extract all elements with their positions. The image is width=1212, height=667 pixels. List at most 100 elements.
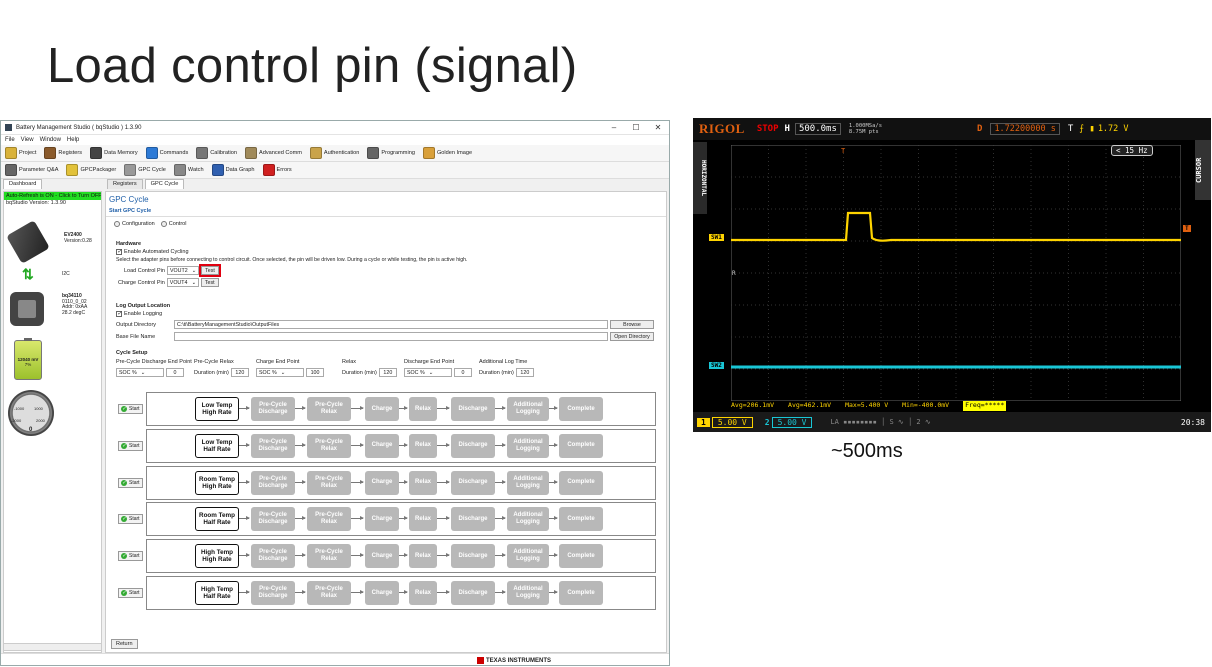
charge-pin-select[interactable]: VOUT4⌄ — [166, 278, 199, 287]
cycle-step: Pre-Cycle Discharge — [251, 433, 295, 458]
flow-arrow-icon — [437, 516, 450, 521]
setup-value-field[interactable]: 120 — [515, 368, 534, 377]
setup-value-field[interactable]: 0 — [454, 368, 472, 377]
cycle-step: Relax — [409, 470, 437, 495]
start-cycle-button[interactable]: ✓Start — [118, 551, 143, 562]
start-cycle-button[interactable]: ✓Start — [118, 588, 143, 598]
base-file-field[interactable] — [174, 332, 608, 341]
tab-configuration[interactable]: Configuration — [114, 221, 155, 227]
setup-value-field[interactable]: 120 — [230, 368, 249, 377]
flow-arrow-icon — [295, 553, 306, 558]
menu-file[interactable]: File — [5, 137, 15, 143]
flow-arrow-icon — [437, 553, 450, 558]
toolbar-errors-button[interactable]: Errors — [262, 164, 292, 176]
enable-logging-checkbox[interactable] — [116, 310, 122, 317]
charge-pin-label: Charge Control Pin — [118, 279, 165, 286]
cycle-step: Charge — [365, 507, 399, 532]
output-dir-label: Output Directory — [116, 321, 157, 328]
setup-value-field[interactable]: 0 — [166, 368, 184, 377]
endpoint-select[interactable]: SOC %⌄ — [404, 368, 452, 377]
gauge-tick: 1000 — [34, 406, 43, 411]
flow-arrow-icon — [399, 442, 408, 447]
tab-gpc-cycle[interactable]: GPC Cycle — [144, 179, 185, 189]
cycle-step: Charge — [365, 470, 399, 495]
setup-value-field[interactable]: 100 — [306, 368, 324, 377]
toolbar-project-button[interactable]: Project — [5, 147, 36, 159]
programming-icon — [367, 147, 380, 159]
tab-control[interactable]: Control — [160, 221, 186, 227]
toolbar-data-graph-button[interactable]: Data Graph — [211, 164, 255, 176]
toolbar-gpc-packager-button[interactable]: GPCPackager — [66, 164, 116, 176]
ev-info: EV2400 Version:0.28 — [64, 232, 92, 244]
autorefresh-toggle[interactable]: Auto-Refresh is ON - Click to Turn OFF — [4, 192, 101, 200]
setup-column-inputs: Duration (min)120 — [194, 368, 256, 377]
cycle-step: Complete — [559, 433, 603, 458]
cycle-step: Relax — [409, 507, 437, 532]
toolbar-label: Project — [19, 150, 37, 156]
return-button[interactable]: Return — [111, 639, 138, 649]
load-pin-test-button[interactable]: Test — [199, 264, 221, 277]
cycle-step: Relax — [409, 433, 437, 458]
start-cycle-button[interactable]: ✓Start — [118, 477, 143, 488]
tab-dashboard[interactable]: Dashboard — [3, 179, 43, 189]
toolbar-label: Parameter Q&A — [19, 167, 59, 173]
endpoint-select[interactable]: SOC %⌄ — [116, 368, 164, 377]
toolbar-watch-button[interactable]: Watch — [173, 164, 204, 176]
menu-view[interactable]: View — [20, 137, 34, 143]
cycle-step: Relax — [409, 544, 437, 569]
toolbar-label: Registers — [58, 150, 83, 156]
menu-window[interactable]: Window — [39, 137, 61, 143]
output-dir-field[interactable]: C:\ti\BatteryManagementStudio\OutputFile… — [174, 320, 608, 329]
menu-help[interactable]: Help — [66, 137, 80, 143]
toolbar-golden-image-button[interactable]: Golden Image — [422, 147, 472, 159]
cycle-setup-section: Cycle Setup Pre-Cycle Discharge End Poin… — [116, 350, 656, 377]
toolbar-authentication-button[interactable]: Authentication — [309, 147, 359, 159]
load-pin-select[interactable]: VOUT2⌄ — [166, 266, 200, 275]
dashboard-scrollbar[interactable] — [3, 643, 102, 651]
start-cycle-button[interactable]: ✓Start — [118, 440, 143, 451]
timebase-value: 500.0ms — [794, 123, 841, 135]
toolbar-calibration-button[interactable]: Calibration — [196, 147, 237, 159]
toolbar-data-memory-button[interactable]: Data Memory — [90, 147, 138, 159]
endpoint-select[interactable]: SOC %⌄ — [256, 368, 304, 377]
enable-cycling-checkbox[interactable] — [116, 248, 122, 255]
close-icon[interactable]: ✕ — [654, 123, 662, 132]
start-cycle-button[interactable]: ✓Start — [118, 514, 143, 525]
maximize-icon[interactable]: ☐ — [632, 123, 640, 132]
tab-registers[interactable]: Registers — [107, 179, 143, 189]
flow-arrow-icon — [295, 406, 306, 410]
delay-label: D — [977, 124, 983, 134]
parameter-qa-icon — [5, 164, 17, 176]
flow-arrow-icon — [351, 442, 364, 447]
enable-cycling-row: Enable Automated Cycling — [116, 248, 656, 255]
cycle-step: Complete — [559, 397, 603, 421]
toolbar-gpc-cycle-button[interactable]: GPC Cycle — [124, 164, 166, 176]
cycle-step: Discharge — [451, 433, 495, 458]
ti-logo: TEXAS INSTRUMENTS — [477, 657, 551, 664]
start-cycle-button[interactable]: ✓Start — [118, 404, 143, 414]
setup-value-field[interactable]: 120 — [378, 368, 397, 377]
device-info: bq34110 0110_0_02 Addr: 0xAA 28.2 degC — [62, 293, 87, 316]
cycle-step: Additional Logging — [507, 507, 549, 532]
cycle-step: Additional Logging — [507, 433, 549, 458]
charge-pin-test-button[interactable]: Test — [200, 278, 219, 287]
setup-column-label: Discharge End Point — [404, 359, 455, 365]
minimize-icon[interactable]: – — [611, 123, 617, 132]
toolbar-programming-button[interactable]: Programming — [367, 147, 415, 159]
cycle-step: Pre-Cycle Relax — [307, 544, 351, 569]
toolbar-parameter-qa-button[interactable]: Parameter Q&A — [5, 164, 58, 176]
toolbar-registers-button[interactable]: Registers — [44, 147, 82, 159]
toolbar-advanced-comm-button[interactable]: Advanced Comm — [245, 147, 302, 159]
main-toolbar: Project Registers Data Memory Commands Calib… — [1, 145, 669, 162]
open-directory-button[interactable]: Open Directory — [610, 332, 654, 341]
chevron-down-icon: ⌄ — [191, 267, 197, 274]
studio-version: bqStudio Version: 1.3.90 — [6, 200, 66, 206]
toolbar-commands-button[interactable]: Commands — [145, 147, 188, 159]
browse-button[interactable]: Browse — [610, 320, 654, 329]
horizontal-label: H — [784, 124, 790, 134]
